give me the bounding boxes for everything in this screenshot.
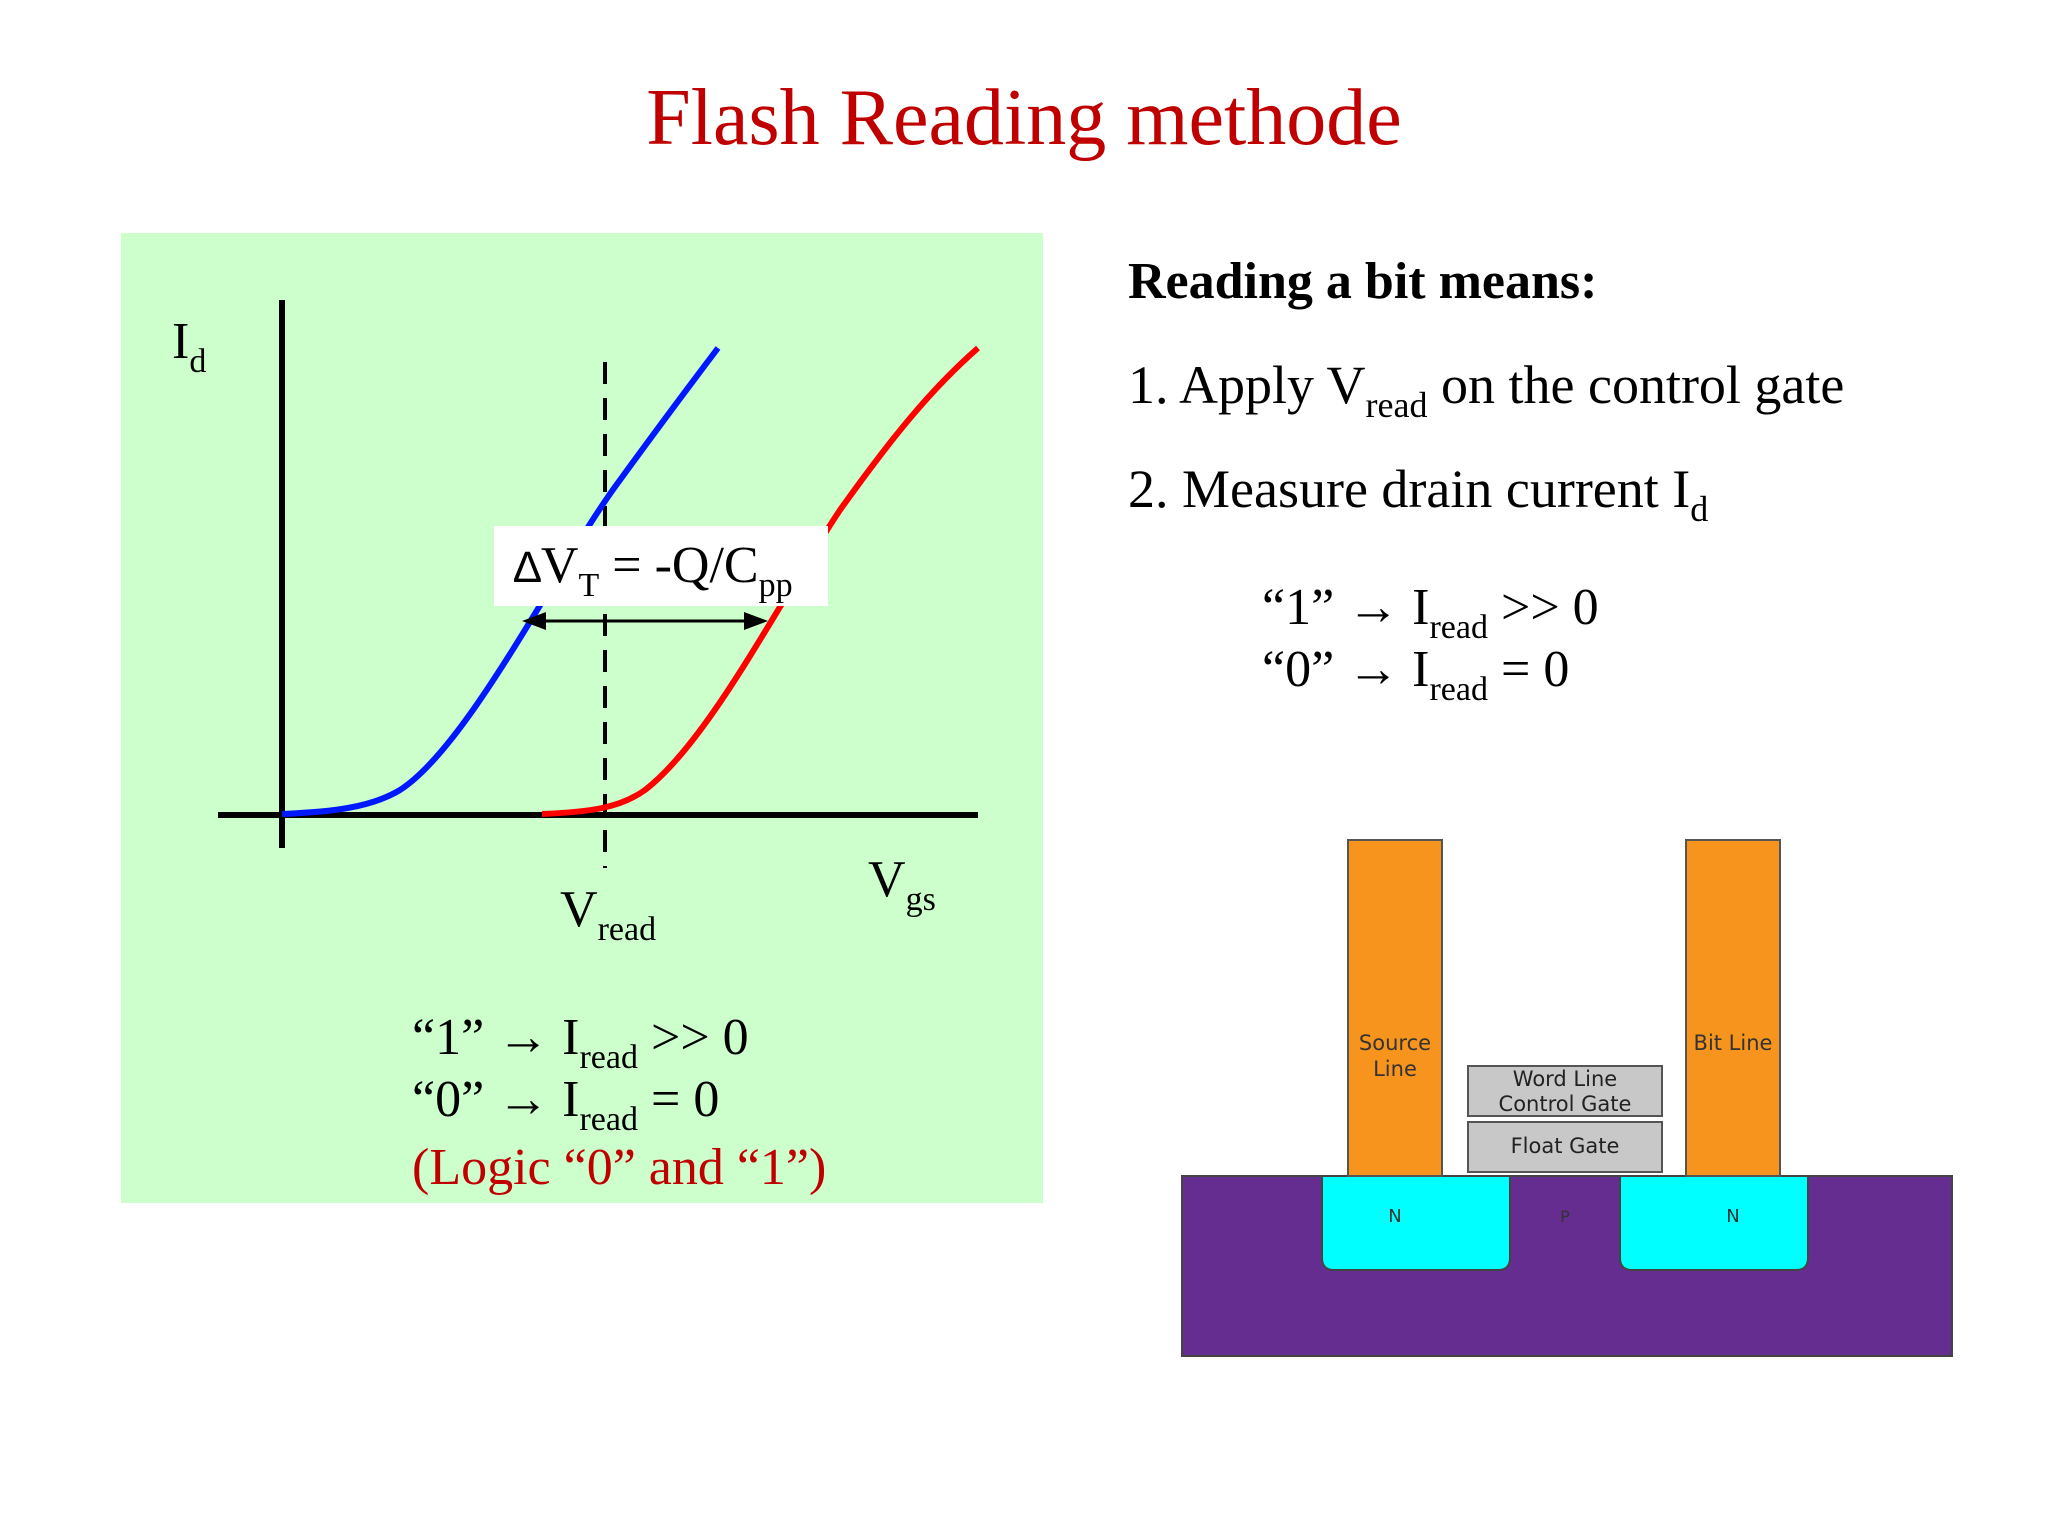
graph-logic-caption: (Logic “0” and “1”) [412,1139,827,1196]
word-line-label: Word Line [1513,1067,1617,1091]
n-well-right [1619,1175,1809,1271]
source-line-pillar [1347,839,1443,1177]
reading-heading: Reading a bit means: [1128,253,1598,310]
graph-logic-zero: “0” → Iread = 0 [412,1071,720,1138]
source-line-label-1: Source [1359,1031,1431,1055]
x-axis-label: Vgs [868,851,936,918]
y-axis-label: Id [172,313,207,380]
delta-vt-arrowhead-left [522,612,546,630]
bit-line-pillar [1685,839,1781,1177]
n-well-left [1321,1175,1511,1271]
erased-cell-curve [281,346,721,817]
vread-label: Vread [560,881,657,948]
n-left-label: N [1388,1206,1401,1227]
step-apply-vread: 1. Apply Vread on the control gate [1128,355,1845,425]
iv-graph-panel [121,233,1043,1203]
delta-vt-arrowhead-right [744,612,768,630]
control-gate [1467,1065,1663,1117]
delta-vt-label-box [494,526,828,606]
delta-vt-formula: ∆VT = -Q/Cpp [514,537,793,604]
slide-title: Flash Reading methode [646,74,1402,162]
graph-logic-one: “1” → Iread >> 0 [412,1009,749,1076]
right-logic-one: “1” → Iread >> 0 [1262,579,1599,646]
source-line-label-2: Line [1373,1057,1417,1081]
float-gate [1467,1121,1663,1173]
bit-line-label: Bit Line [1694,1031,1773,1055]
float-gate-label: Float Gate [1511,1134,1620,1158]
p-substrate [1181,1175,1953,1357]
n-right-label: N [1726,1206,1739,1227]
right-logic-zero: “0” → Iread = 0 [1262,641,1570,708]
step-measure-current: 2. Measure drain current Id [1128,459,1709,529]
flash-cell-diagram: Source Line Bit Line Word Line Control G… [1181,839,1953,1357]
control-gate-label: Control Gate [1499,1092,1632,1116]
programmed-cell-curve [541,345,980,817]
p-label: P [1560,1207,1570,1226]
